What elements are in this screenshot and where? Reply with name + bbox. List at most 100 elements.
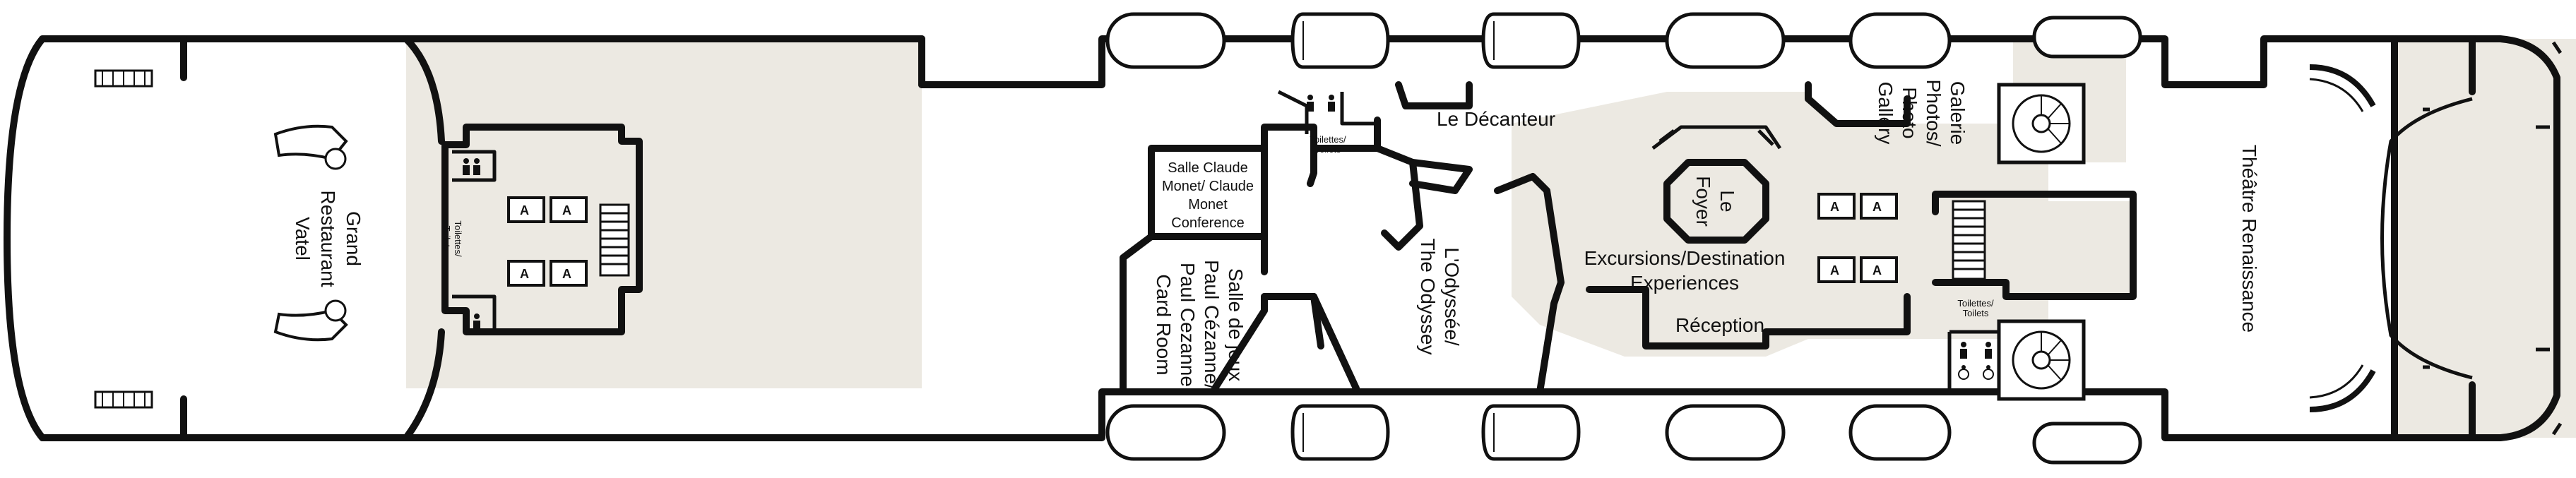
svg-text:Toilets: Toilets	[1963, 308, 1989, 318]
aft-toilet-block	[1947, 330, 2001, 392]
bow-vent-bottom	[94, 390, 153, 409]
theatre-stage	[2394, 39, 2576, 438]
restroom-icon	[1985, 342, 1992, 359]
svg-text:Toilets: Toilets	[441, 226, 452, 252]
spiral-stairs-top	[1997, 83, 2086, 165]
lifeboat-icon	[1665, 12, 1786, 69]
lifeboat-icon	[1665, 404, 1786, 461]
excursions-label: Excursions/Destination Experiences	[1584, 247, 1786, 294]
lifeboat-icon	[1290, 404, 1390, 461]
theatre-seating-bottom	[2309, 364, 2376, 412]
svg-text:L'Odyssée/: L'Odyssée/	[1441, 247, 1463, 345]
elevator-label: A	[562, 203, 571, 217]
card-room-label: Salle de jeux Paul Cézanne/ Paul Cezanne…	[1153, 260, 1247, 390]
restroom-box-top	[452, 150, 497, 182]
elevator-label: A	[1830, 263, 1839, 277]
elevator-label: A	[1872, 200, 1882, 214]
lifeboat-icon	[1481, 404, 1581, 461]
svg-text:Conference: Conference	[1171, 215, 1244, 231]
stairs-icon	[599, 203, 630, 277]
theatre-stage-apron	[2423, 107, 2430, 369]
bow-vent-top	[94, 69, 153, 88]
svg-text:Card Room: Card Room	[1153, 274, 1175, 375]
elevator-label: A	[520, 267, 529, 281]
lifeboat-icon	[2032, 16, 2142, 59]
restroom-icon	[463, 158, 480, 175]
foyer-octagon	[1663, 159, 1769, 244]
galerie-wall	[1805, 81, 1911, 127]
svg-text:Paul Cezanne: Paul Cezanne	[1177, 263, 1199, 387]
theatre-wall	[2391, 35, 2476, 441]
decanteur-label: Le Décanteur	[1437, 108, 1555, 130]
lifeboat-icon	[2032, 422, 2142, 465]
bow-stairs-bottom	[273, 299, 348, 342]
lifeboat-icon	[1848, 404, 1952, 461]
wheelchair-icon	[1958, 365, 1969, 380]
svg-text:Photos/: Photos/	[1923, 80, 1945, 147]
theatre-stern-marks	[2536, 41, 2563, 436]
decanteur-wall	[1395, 81, 1473, 194]
svg-text:The Odyssey: The Odyssey	[1417, 239, 1439, 355]
lifeboat-icon	[1290, 12, 1390, 69]
svg-text:Toilettes/: Toilettes/	[1957, 298, 1994, 309]
svg-text:Foyer: Foyer	[1692, 176, 1714, 227]
svg-text:Experiences: Experiences	[1630, 272, 1739, 294]
foyer-stairs	[1651, 125, 1782, 150]
svg-text:Grand: Grand	[343, 211, 364, 266]
core-block	[441, 124, 643, 335]
reception-desk	[1586, 286, 1911, 349]
aft-toilets-label: Toilettes/ Toilets	[1957, 298, 1994, 318]
svg-text:Gallery: Gallery	[1875, 82, 1897, 145]
bow-stairs-top	[273, 124, 348, 170]
theatre-stage-outline	[2380, 97, 2473, 380]
hull-outline	[4, 35, 2560, 441]
theatre-seating-top	[2309, 64, 2376, 112]
svg-text:Excursions/Destination: Excursions/Destination	[1584, 247, 1786, 269]
svg-text:Monet: Monet	[1188, 197, 1228, 213]
restroom-icon	[1960, 342, 1967, 359]
svg-text:Paul Cézanne/: Paul Cézanne/	[1201, 260, 1223, 390]
svg-text:Vatel: Vatel	[292, 217, 314, 261]
lifeboat-icon	[1481, 12, 1581, 69]
lifeboat-icon	[1848, 12, 1952, 69]
elevator-label: A	[1872, 263, 1882, 277]
lifeboat-icon	[1105, 404, 1226, 461]
odyssey-wall	[1310, 145, 1565, 395]
landing-aft	[2006, 201, 2130, 297]
restroom-icon	[1307, 95, 1314, 112]
aft-core-wall	[1932, 191, 2137, 300]
svg-text:Toilettes/: Toilettes/	[453, 220, 463, 257]
elevator-icon: A A A A	[1817, 193, 1898, 283]
svg-text:Photo: Photo	[1899, 87, 1921, 138]
restroom-icon	[1328, 95, 1335, 112]
galerie-label: Galerie Photos/ Photo Gallery	[1875, 80, 1969, 147]
conference-label: Salle Claude Monet/ Claude Monet Confere…	[1162, 160, 1254, 231]
svg-text:Toilets: Toilets	[1315, 144, 1341, 155]
odyssey-label: L'Odyssée/ The Odyssey	[1417, 239, 1463, 355]
svg-text:Salle de jeux: Salle de jeux	[1225, 268, 1247, 381]
theatre-label: Théâtre Renaissance	[2238, 145, 2260, 333]
svg-text:Toilettes/: Toilettes/	[1310, 134, 1346, 145]
elevator-label: A	[1830, 200, 1839, 214]
restaurant-floor	[406, 39, 922, 388]
restaurant-screen-lower	[403, 328, 445, 441]
foyer-label: Le Foyer	[1692, 176, 1738, 227]
reception-label: Réception	[1675, 314, 1764, 336]
svg-text:Le: Le	[1716, 190, 1738, 212]
svg-text:Salle Claude: Salle Claude	[1168, 160, 1247, 176]
mid-toilets-label: Toilettes/ Toilets	[1310, 134, 1346, 155]
stairs-icon	[1952, 200, 1986, 280]
elevator-label: A	[562, 267, 571, 281]
elevator-icon: A A A A	[507, 196, 588, 287]
svg-text:Galerie: Galerie	[1947, 81, 1969, 145]
restaurant-screen-upper	[403, 35, 445, 145]
card-room-wall	[1120, 233, 1268, 392]
wheelchair-icon	[1983, 365, 1994, 380]
restroom-icon	[463, 313, 480, 330]
svg-text:Monet/ Claude: Monet/ Claude	[1162, 179, 1254, 194]
restroom-box-bottom	[452, 294, 497, 332]
svg-text:Restaurant: Restaurant	[317, 191, 339, 287]
lifeboat-icon	[1105, 12, 1226, 69]
spiral-stairs-bottom	[1997, 319, 2086, 401]
